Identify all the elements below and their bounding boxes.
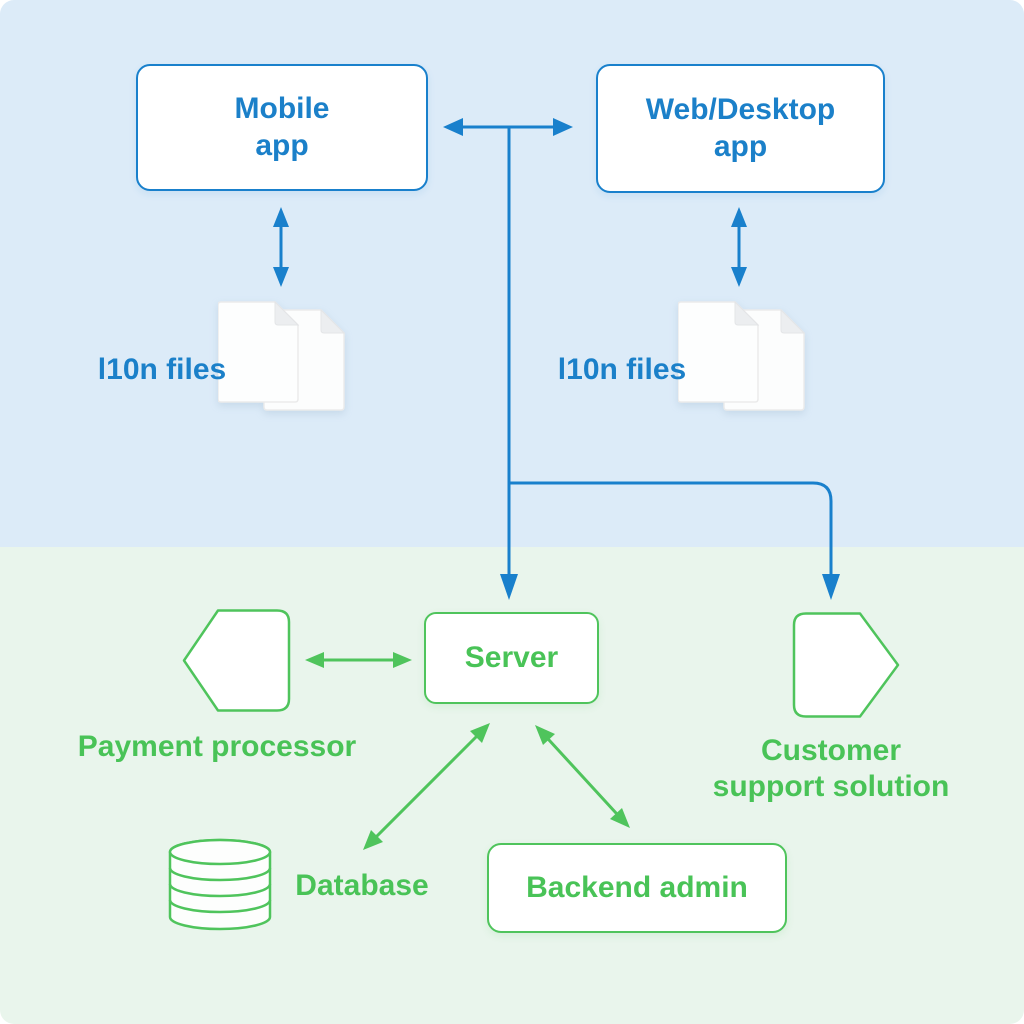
payment-processor-label: Payment processor [77, 730, 357, 763]
pentagon-right-icon [790, 611, 902, 724]
document-stack-icon [677, 300, 808, 420]
customer-support-label-line1: Customer [760, 734, 902, 767]
server-node: Server [424, 612, 599, 704]
database-cylinder-icon [168, 838, 272, 937]
mobile-app-label-line2: app [255, 128, 309, 162]
web-desktop-app-label-line1: Web/Desktop [645, 92, 836, 126]
customer-support-label-line2: support solution [712, 770, 950, 803]
mobile-app-label-line1: Mobile [234, 91, 330, 125]
mobile-app-node: Mobile app [136, 64, 428, 191]
l10n-files-left-label: l10n files [97, 353, 227, 386]
l10n-files-right-label: l10n files [557, 353, 687, 386]
customer-support-solution-label: Customer support solution [680, 733, 982, 805]
mobile-app-label: Mobile app [235, 91, 330, 164]
web-desktop-app-node: Web/Desktop app [596, 64, 885, 193]
database-label: Database [295, 869, 429, 902]
document-stack-icon [217, 300, 348, 420]
page-front [677, 300, 760, 403]
web-desktop-app-label-line2: app [713, 129, 768, 163]
backend-admin-node: Backend admin [487, 843, 787, 933]
backend-admin-label: Backend admin [526, 870, 748, 904]
pentagon-left-icon [181, 608, 293, 718]
page-front [217, 300, 300, 403]
web-desktop-app-label: Web/Desktop app [646, 92, 835, 165]
server-label: Server [464, 640, 559, 674]
